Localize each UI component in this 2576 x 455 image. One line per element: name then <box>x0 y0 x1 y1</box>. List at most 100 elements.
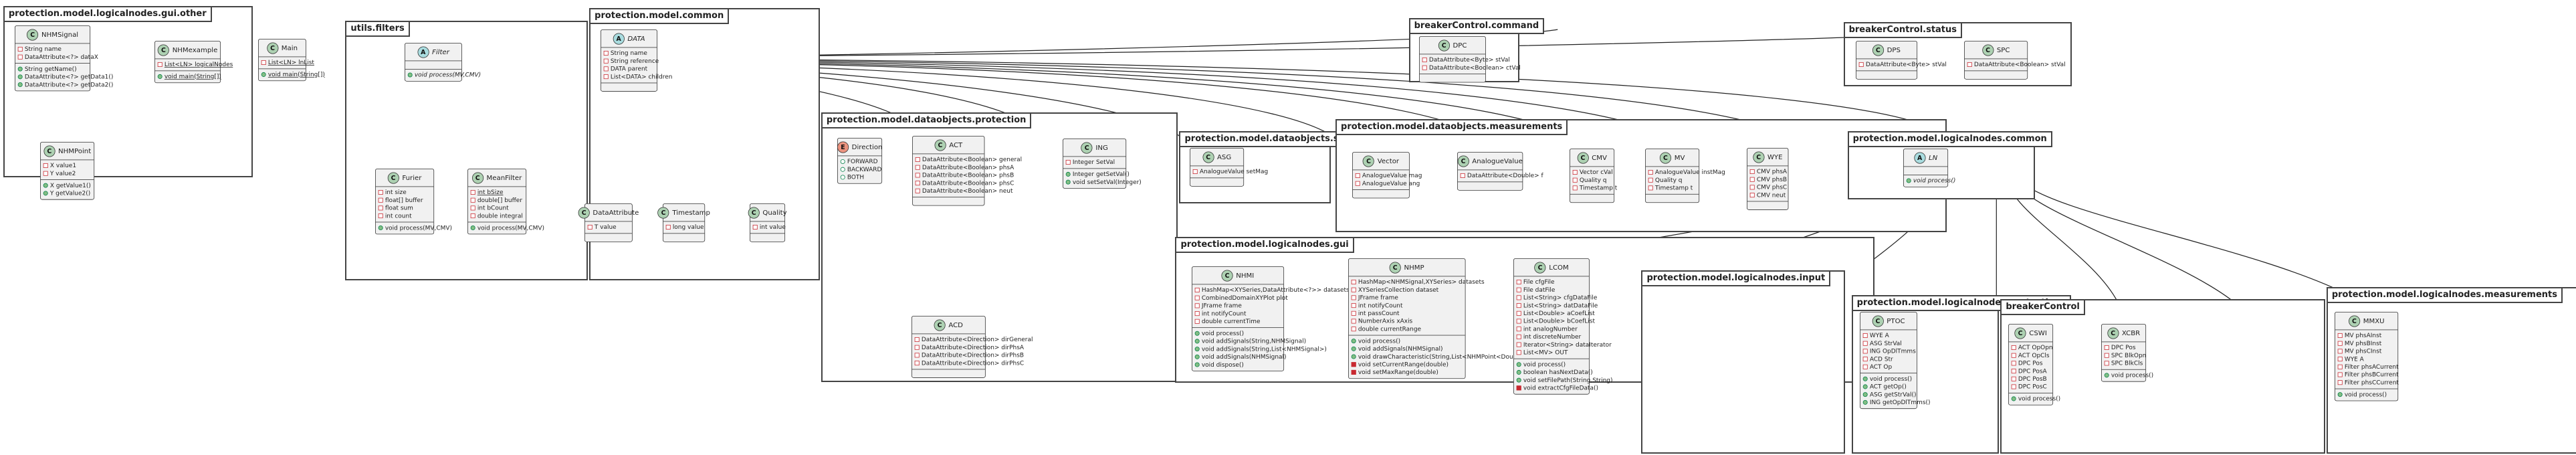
field-text: ASG StrVal <box>1869 339 1902 347</box>
class-icon: C <box>1577 152 1589 164</box>
field-text: Timestamp t <box>1580 183 1618 191</box>
enum-constant-icon <box>840 159 845 164</box>
field-text: DataAttribute<?> dataX <box>24 53 98 61</box>
method-row: void process() <box>2104 371 2153 379</box>
method-text: ASG getStrVal() <box>1869 390 1917 398</box>
fields-section: Integer SetVal <box>1063 156 1126 169</box>
class-icon: C <box>1081 142 1093 154</box>
method-row: void process() <box>2012 395 2060 403</box>
method-text: void process() <box>1201 329 1244 337</box>
method-text: void dispose() <box>1201 361 1244 369</box>
private-visibility-icon <box>1862 348 1868 353</box>
method-text: void addSignals(NHMSignal) <box>1358 345 1443 353</box>
methods-section: void process()void addSignals(NHMSignal)… <box>1349 335 1558 379</box>
public-visibility-icon <box>17 66 23 72</box>
field-text: DataAttribute<Boolean> phsA <box>922 163 1014 171</box>
class-icon: C <box>1534 262 1546 274</box>
field-text: List<Double> aCoefList <box>1523 309 1595 317</box>
fields-section: AnalogueValue setMag <box>1190 165 1268 177</box>
private-visibility-icon <box>2012 369 2017 374</box>
class-icon: C <box>472 172 484 185</box>
private-visibility-icon <box>1516 342 1521 347</box>
private-visibility-icon <box>2337 379 2343 385</box>
methods-section <box>663 233 705 241</box>
methods-section <box>1419 74 1486 82</box>
field-row: BOTH <box>840 173 879 181</box>
method-text: void addSignals(String,NHMSignal) <box>1201 337 1306 345</box>
private-visibility-icon <box>1516 287 1521 292</box>
method-row: void main(String[]) <box>157 73 221 81</box>
field-row: int bCount <box>471 204 524 212</box>
field-text: String reference <box>610 57 659 65</box>
field-row: DataAttribute<Boolean> phsB <box>915 171 1014 179</box>
field-row: long value <box>665 223 704 231</box>
field-row: DPC Pos <box>2104 344 2143 352</box>
method-row: ASG getStrVal() <box>1862 390 1917 398</box>
method-row: X getValue1() <box>43 181 92 189</box>
methods-section <box>1856 70 1917 79</box>
class-name: Filter <box>432 48 450 57</box>
method-row: void setFilePath(String,String) <box>1516 376 1613 384</box>
methods-section: void process()ACT getOp()ASG getStrVal()… <box>1860 372 1930 408</box>
field-text: DPC PosB <box>2018 375 2048 383</box>
class-name: Main <box>282 43 298 52</box>
private-visibility-icon <box>587 224 593 230</box>
field-row: Filter phsCCurrent <box>2337 378 2399 386</box>
private-visibility-icon <box>603 58 609 64</box>
private-visibility-icon <box>471 190 476 195</box>
package-title: breakerControl.command <box>1408 17 1545 34</box>
fields-section: DataAttribute<Double> f <box>1457 169 1543 181</box>
methods-section <box>1570 193 1614 202</box>
field-row: CMV phsA <box>1749 167 1787 175</box>
field-row: MV phsBInst <box>2337 339 2395 347</box>
field-text: Integer SetVal <box>1072 158 1115 166</box>
field-row: DataAttribute<Byte> stVal <box>1422 56 1510 64</box>
field-row: JFrame frame <box>1351 294 1463 302</box>
field-row: int count <box>378 212 431 220</box>
method-row: void process() <box>1862 375 1914 383</box>
field-row: int analogNumber <box>1516 325 1587 333</box>
field-text: NumberAxis xAxis <box>1358 317 1413 325</box>
private-visibility-icon <box>2104 345 2109 350</box>
class-icon: C <box>934 139 946 151</box>
field-text: DataAttribute<Direction> dirPhsA <box>921 343 1024 351</box>
public-visibility-icon <box>1862 376 1868 381</box>
private-method-icon <box>1516 385 1521 391</box>
